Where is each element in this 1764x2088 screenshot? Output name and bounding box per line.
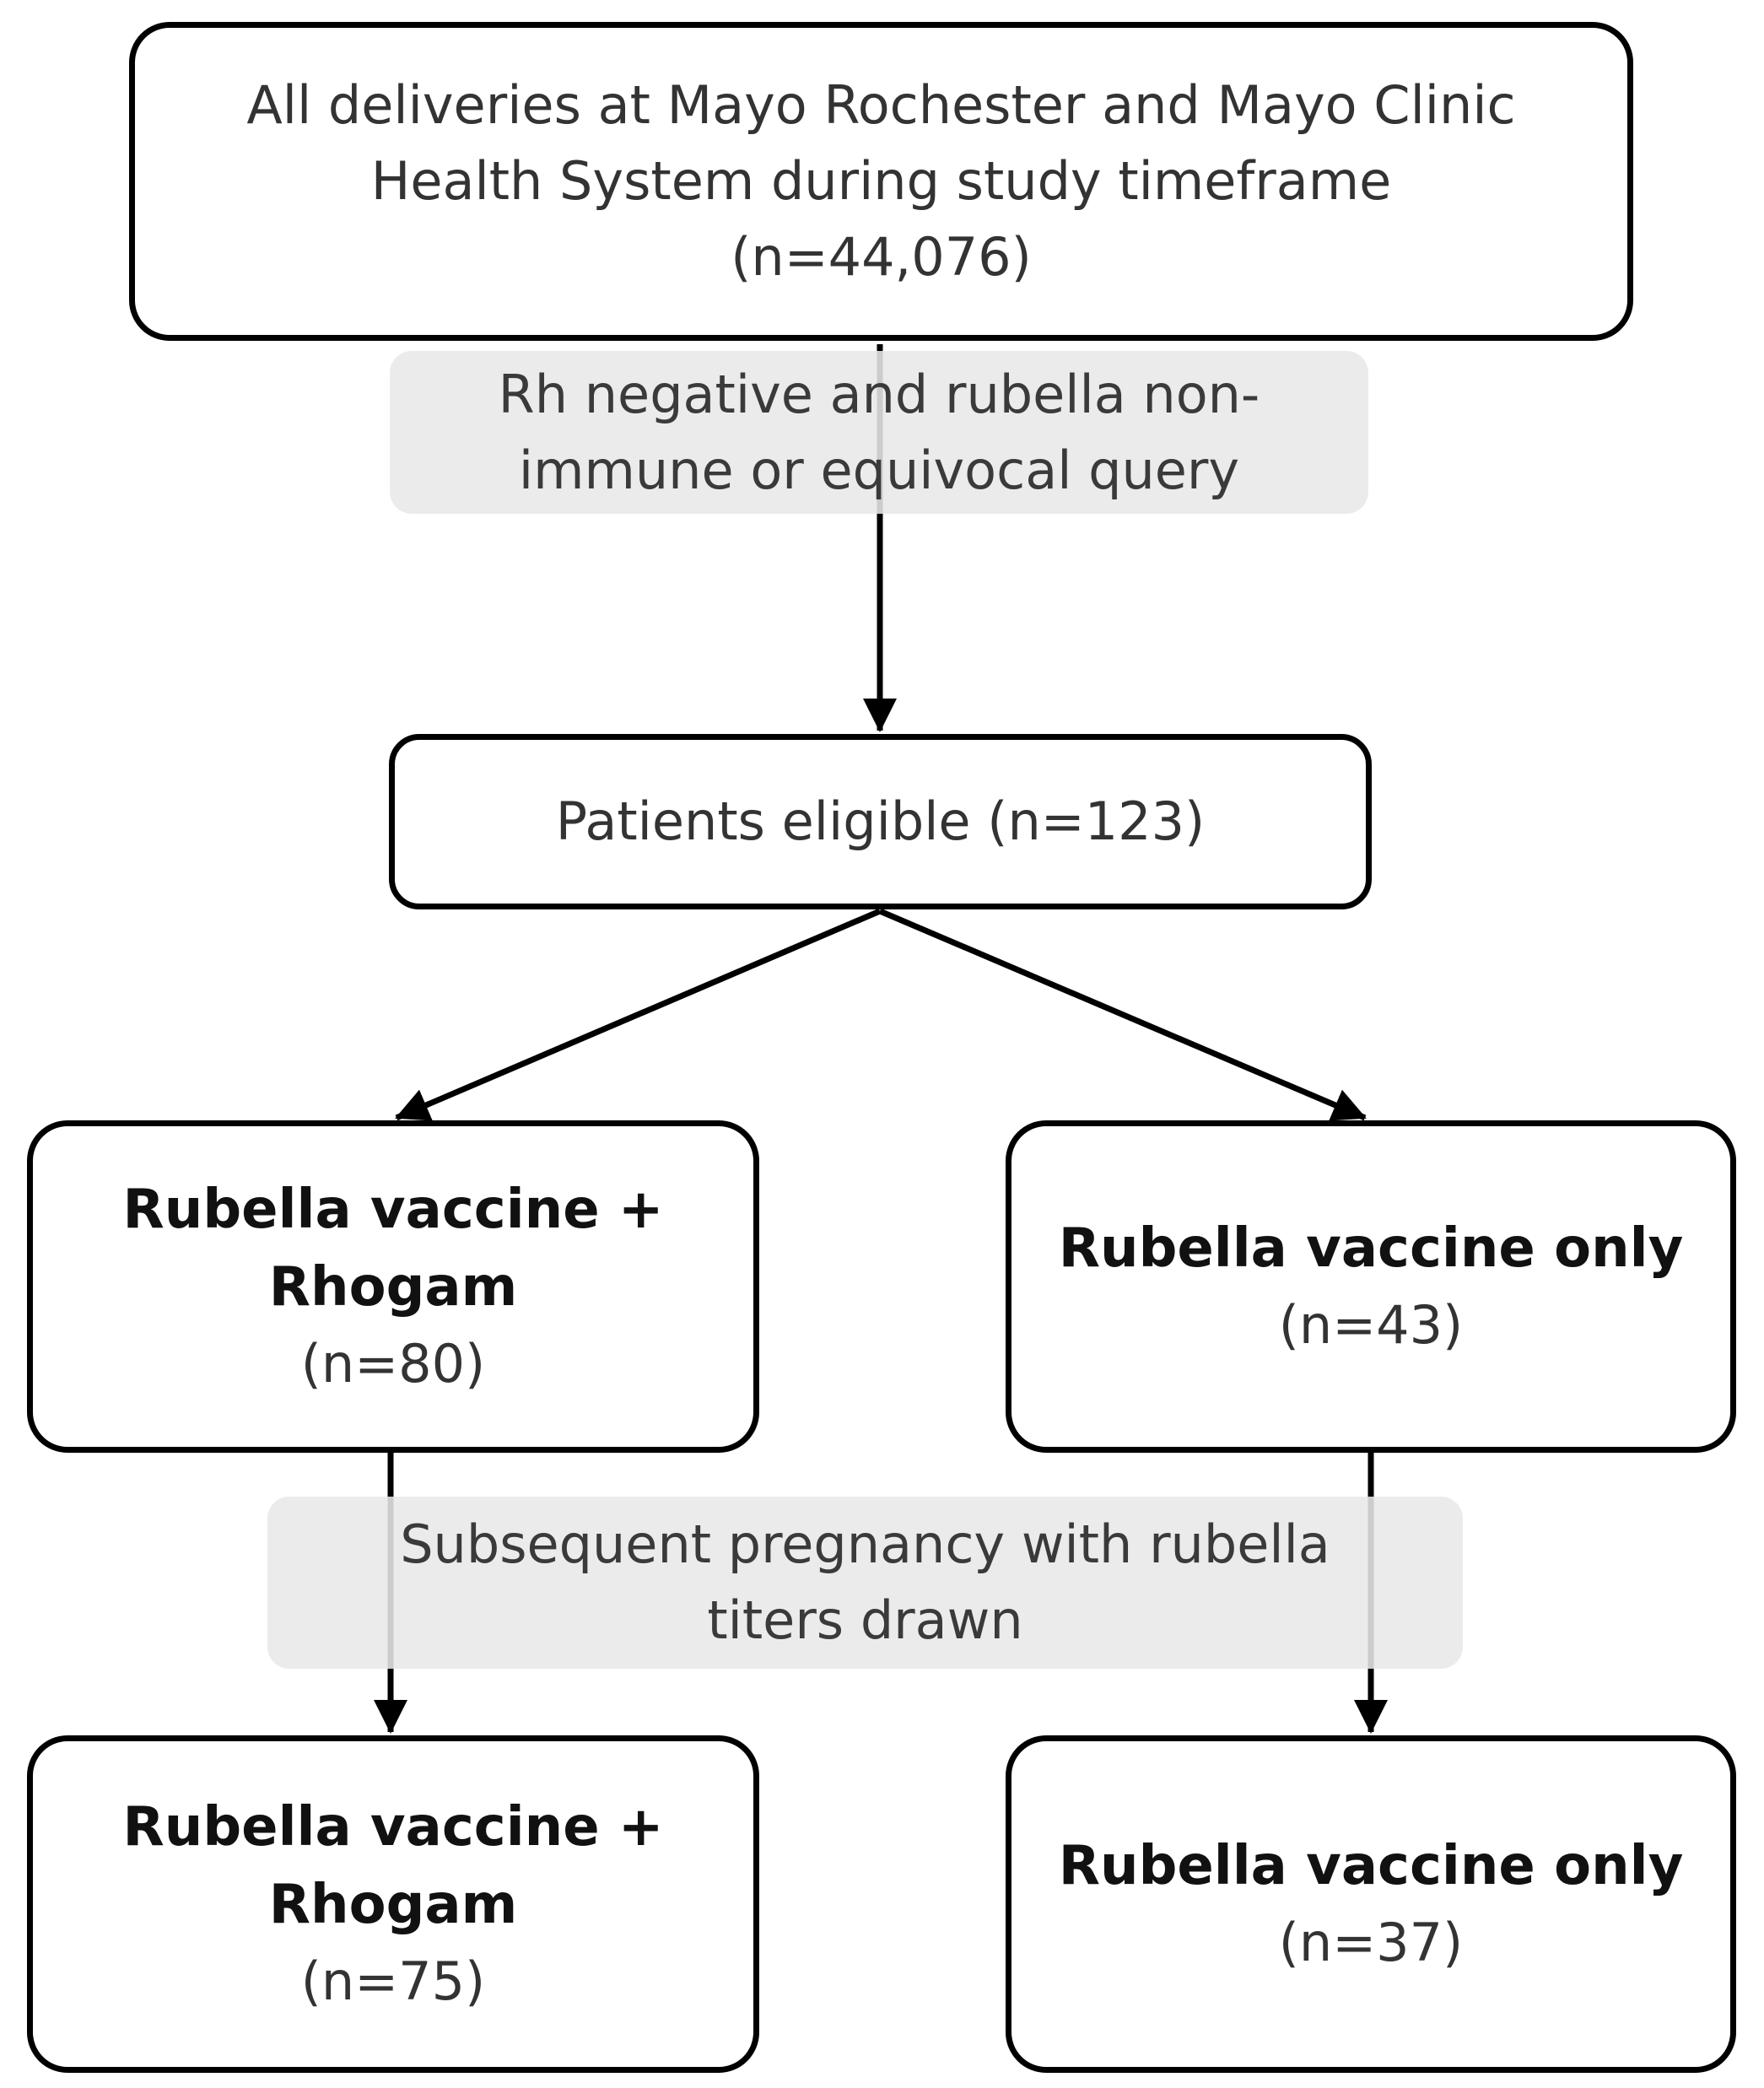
- rubella-only-box: Rubella vaccine only (n=43): [1006, 1120, 1736, 1453]
- rubella-rhogam-line2: Rhogam: [268, 1256, 518, 1319]
- arrow-eligible-to-right: [878, 908, 1367, 1121]
- filter-label-subsequent-pregnancy-line1: Subsequent pregnancy with rubella: [400, 1513, 1330, 1575]
- rubella-only-followup-box: Rubella vaccine only (n=37): [1006, 1735, 1736, 2073]
- filter-label-rh-rubella-line1: Rh negative and rubella non-: [498, 363, 1260, 425]
- filter-label-subsequent-pregnancy-line2: titers drawn: [707, 1589, 1023, 1651]
- rubella-only-followup-count: (n=37): [1278, 1912, 1464, 1973]
- rubella-rhogam-box: Rubella vaccine + Rhogam (n=80): [27, 1120, 759, 1453]
- rubella-rhogam-followup-box: Rubella vaccine + Rhogam (n=75): [27, 1735, 759, 2073]
- rubella-rhogam-followup-count: (n=75): [300, 1950, 486, 2012]
- filter-label-rh-rubella: Rh negative and rubella non- immune or e…: [390, 351, 1368, 514]
- rubella-rhogam-followup-line2: Rhogam: [268, 1874, 518, 1936]
- rubella-only-count: (n=43): [1278, 1294, 1464, 1356]
- filter-label-rh-rubella-line2: immune or equivocal query: [518, 439, 1240, 501]
- rubella-only-followup-line1: Rubella vaccine only: [1058, 1835, 1684, 1897]
- all-deliveries-line2: Health System during study timeframe: [370, 150, 1392, 212]
- rubella-rhogam-count: (n=80): [300, 1333, 486, 1395]
- all-deliveries-line1: All deliveries at Mayo Rochester and May…: [246, 74, 1516, 136]
- all-deliveries-box: All deliveries at Mayo Rochester and May…: [129, 22, 1633, 341]
- filter-label-subsequent-pregnancy: Subsequent pregnancy with rubella titers…: [267, 1497, 1463, 1669]
- patients-eligible-text: Patients eligible (n=123): [555, 790, 1206, 852]
- patients-eligible-box: Patients eligible (n=123): [389, 734, 1372, 909]
- rubella-rhogam-followup-line1: Rubella vaccine +: [122, 1796, 664, 1859]
- arrow-eligible-to-left: [395, 908, 882, 1121]
- all-deliveries-count: (n=44,076): [731, 226, 1032, 288]
- rubella-rhogam-line1: Rubella vaccine +: [122, 1179, 664, 1241]
- rubella-only-line1: Rubella vaccine only: [1058, 1217, 1684, 1280]
